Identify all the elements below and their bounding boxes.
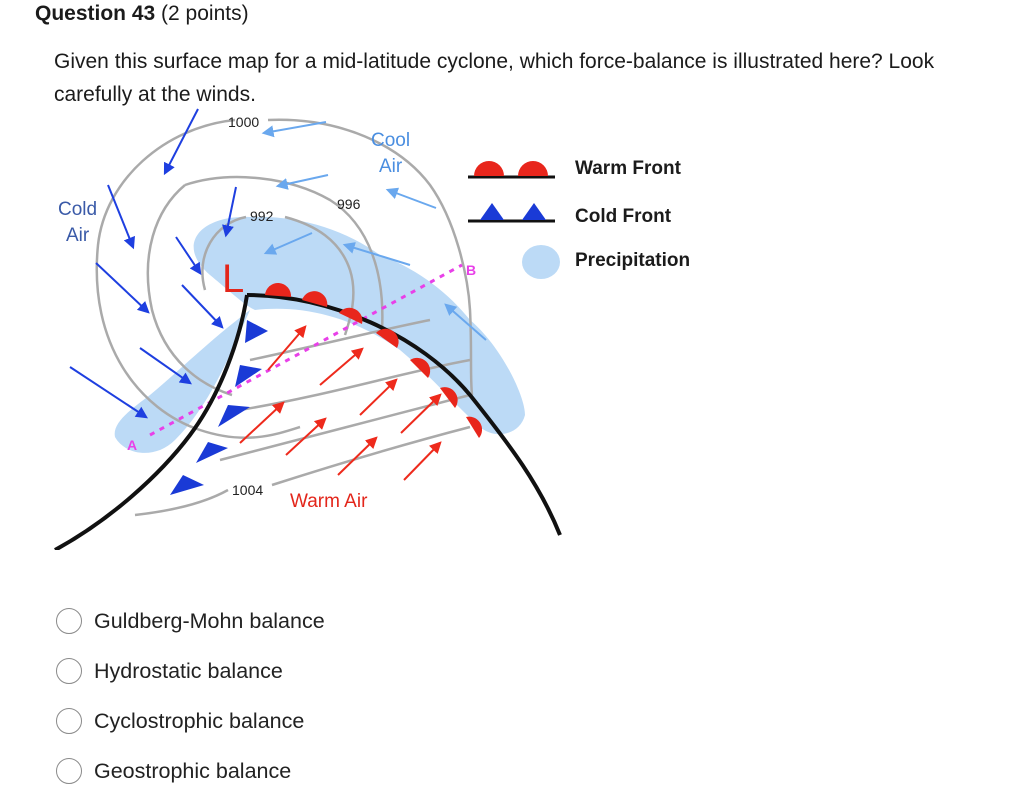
question-header: Question 43 (2 points) [35, 2, 249, 26]
point-b-label: B [466, 262, 476, 278]
legend-warm-front-label: Warm Front [575, 158, 682, 179]
answer-label: Guldberg-Mohn balance [94, 608, 325, 633]
map-legend: Warm Front Cold Front Precipitation [468, 158, 690, 279]
cold-air-wind-arrows [69, 108, 237, 419]
warm-front [246, 282, 562, 536]
radio-button[interactable] [56, 608, 82, 634]
cold-front [54, 294, 268, 550]
legend-warm-front-symbol [468, 161, 555, 179]
cool-air-label-line2: Air [379, 156, 403, 177]
answer-label: Hydrostatic balance [94, 658, 283, 683]
cool-air-wind-arrows [261, 121, 487, 341]
legend-cold-front-label: Cold Front [575, 206, 672, 227]
isobar-label-1000: 1000 [228, 114, 259, 130]
answer-option-geostrophic[interactable]: Geostrophic balance [56, 746, 325, 796]
answer-option-cyclostrophic[interactable]: Cyclostrophic balance [56, 696, 325, 746]
warm-air-wind-arrows [239, 325, 442, 481]
cool-air-label-line1: Cool [371, 130, 410, 151]
isobar-992 [201, 215, 247, 291]
answer-options: Guldberg-Mohn balance Hydrostatic balanc… [56, 596, 325, 796]
point-a-label: A [127, 437, 137, 453]
question-points: (2 points) [161, 2, 249, 25]
radio-button[interactable] [56, 758, 82, 784]
legend-cold-front-symbol [468, 203, 555, 223]
isobar-1004 [134, 488, 229, 517]
answer-label: Cyclostrophic balance [94, 708, 305, 733]
warm-air-label: Warm Air [290, 491, 368, 512]
question-number: Question 43 [35, 2, 156, 25]
question-prompt: Given this surface map for a mid-latitud… [54, 50, 935, 106]
low-pressure-marker: L [222, 257, 244, 301]
cyclone-map-figure: L [0, 105, 740, 550]
isobar-label-992: 992 [250, 208, 274, 224]
legend-precipitation-label: Precipitation [575, 250, 690, 271]
cyclone-map: L [54, 108, 690, 550]
isobar-label-996: 996 [337, 196, 361, 212]
cross-section-line [149, 263, 463, 437]
isobar-996 [146, 184, 233, 397]
isobars [95, 118, 474, 517]
cold-air-label-line1: Cold [58, 199, 97, 220]
precipitation-area [114, 216, 525, 453]
cold-air-label-line2: Air [66, 225, 90, 246]
radio-button[interactable] [56, 708, 82, 734]
isobar-label-1004: 1004 [232, 482, 263, 498]
legend-precipitation-swatch [522, 245, 560, 279]
answer-label: Geostrophic balance [94, 758, 292, 783]
answer-option-guldberg-mohn[interactable]: Guldberg-Mohn balance [56, 596, 325, 646]
radio-button[interactable] [56, 658, 82, 684]
answer-option-hydrostatic[interactable]: Hydrostatic balance [56, 646, 325, 696]
isobar-1000 [95, 118, 301, 439]
